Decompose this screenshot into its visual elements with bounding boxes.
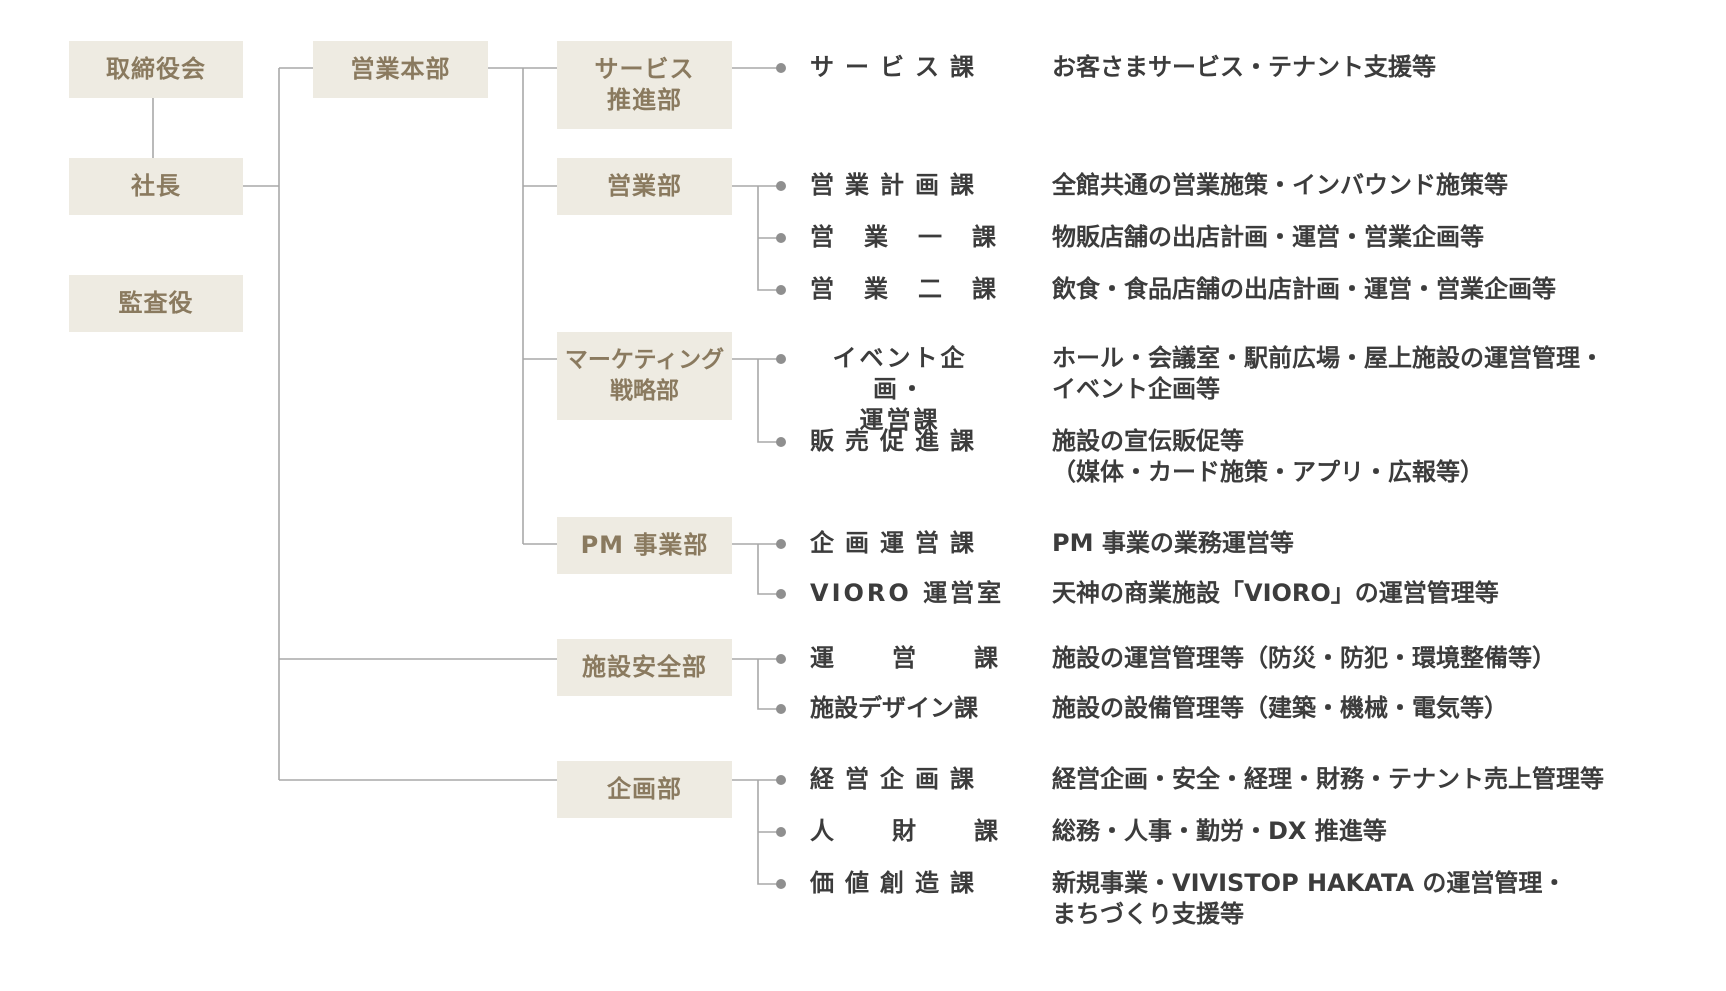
pm-business-dept-box: PM 事業部 — [557, 517, 732, 574]
auditor-box: 監査役 — [69, 275, 243, 332]
marketing-strategy-dept-box: マーケティング 戦略部 — [557, 332, 732, 420]
section-facility-design: 施設デザイン課 — [810, 694, 978, 722]
desc-facility-design: 施設の設備管理等（建築・機械・電気等） — [1052, 694, 1508, 722]
planning-dept-box: 企画部 — [557, 761, 732, 818]
desc-sales-1: 物販店舗の出店計画・運営・営業企画等 — [1052, 223, 1484, 251]
section-service: サービス課 — [810, 53, 985, 81]
desc-event-planning: ホール・会議室・駅前広場・屋上施設の運営管理・ イベント企画等 — [1052, 344, 1604, 403]
section-sales-1: 営業一課 — [810, 223, 1026, 251]
desc-operation: 施設の運営管理等（防災・防犯・環境整備等） — [1052, 644, 1556, 672]
section-event-planning: イベント企画・ 運営課 — [832, 344, 968, 434]
section-vioro-office: VIORO 運営室 — [810, 579, 1005, 607]
section-human-resources: 人財課 — [810, 817, 1056, 845]
desc-planning-operation: PM 事業の業務運営等 — [1052, 529, 1294, 557]
board-of-directors-box: 取締役会 — [69, 41, 243, 98]
section-operation: 運営課 — [810, 644, 1056, 672]
desc-sales-planning: 全館共通の営業施策・インバウンド施策等 — [1052, 171, 1508, 199]
desc-service: お客さまサービス・テナント支援等 — [1052, 53, 1436, 81]
section-sales-promotion: 販売促進課 — [810, 427, 985, 455]
section-sales-2: 営業二課 — [810, 275, 1026, 303]
sales-dept-box: 営業部 — [557, 158, 732, 215]
facility-safety-dept-box: 施設安全部 — [557, 639, 732, 696]
desc-vioro-office: 天神の商業施設「VIORO」の運営管理等 — [1052, 579, 1499, 607]
desc-human-resources: 総務・人事・勤労・DX 推進等 — [1052, 817, 1387, 845]
sales-headquarters-box: 営業本部 — [313, 41, 488, 98]
desc-sales-2: 飲食・食品店舗の出店計画・運営・営業企画等 — [1052, 275, 1556, 303]
section-value-creation: 価値創造課 — [810, 869, 985, 897]
section-corporate-planning: 経営企画課 — [810, 765, 985, 793]
section-sales-planning: 営業計画課 — [810, 171, 985, 199]
service-promotion-dept-box: サービス 推進部 — [557, 41, 732, 129]
president-box: 社長 — [69, 158, 243, 215]
desc-sales-promotion: 施設の宣伝販促等 （媒体・カード施策・アプリ・広報等） — [1052, 427, 1484, 486]
section-planning-operation: 企画運営課 — [810, 529, 985, 557]
desc-value-creation: 新規事業・VIVISTOP HAKATA の運営管理・ まちづくり支援等 — [1052, 869, 1567, 928]
desc-corporate-planning: 経営企画・安全・経理・財務・テナント売上管理等 — [1052, 765, 1604, 793]
